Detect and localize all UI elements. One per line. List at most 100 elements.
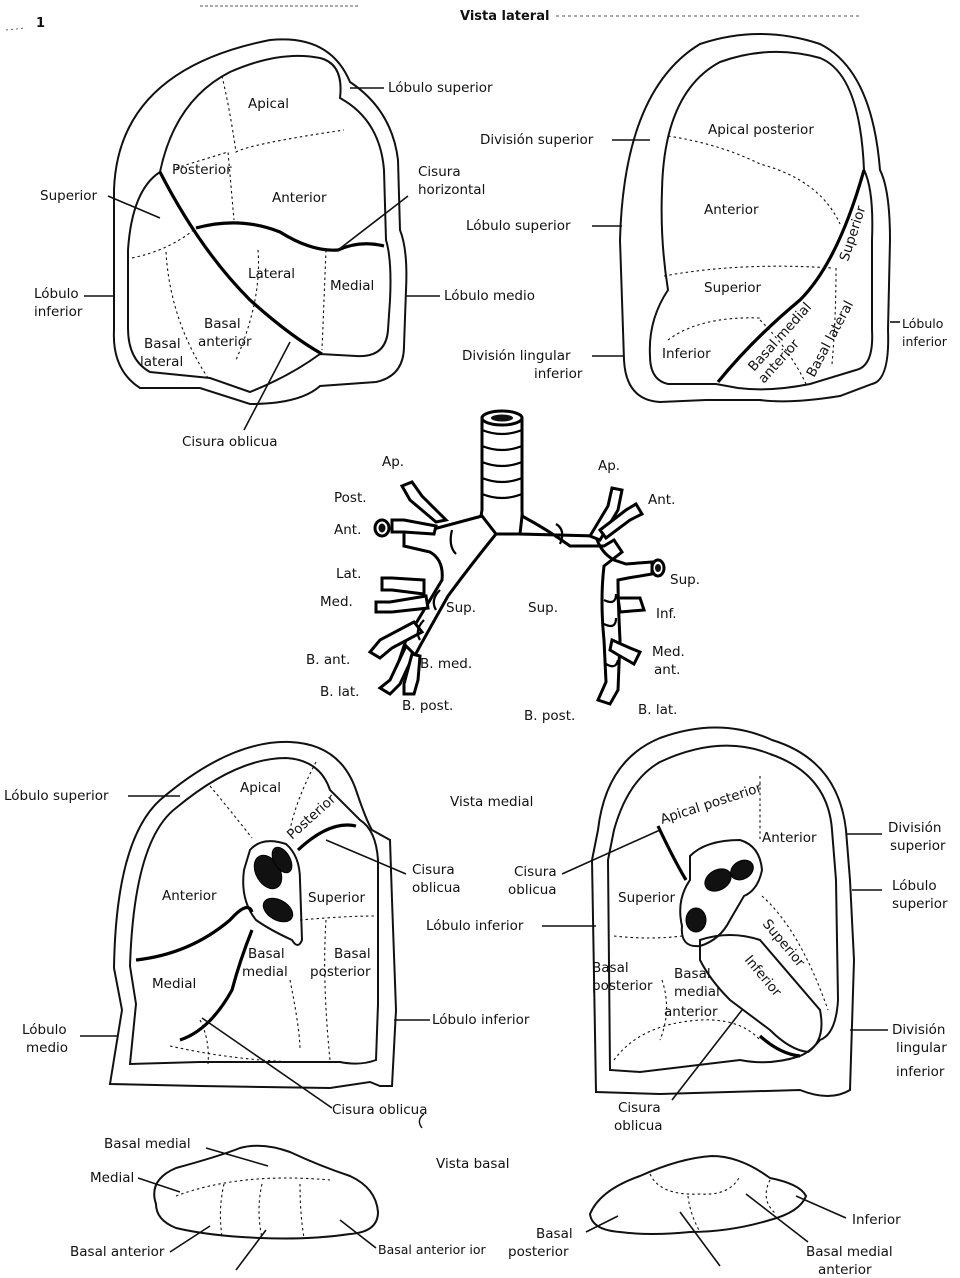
seg-apical: Apical bbox=[240, 780, 281, 796]
seg-anterior: Anterior bbox=[162, 888, 217, 904]
l-ap: Ap. bbox=[598, 458, 620, 474]
oblique-fissure-medial bbox=[658, 826, 686, 880]
seg-anterior: Anterior bbox=[704, 202, 759, 218]
lung-outline bbox=[130, 758, 378, 1064]
header: 1 Vista lateral bbox=[6, 6, 860, 31]
l-inf: Inf. bbox=[656, 606, 677, 622]
seg-apical-posterior: Apical posterior bbox=[658, 780, 764, 828]
seg-basal-medial-2: medial bbox=[242, 964, 288, 980]
r-sup: Sup. bbox=[446, 600, 476, 616]
callout-lobulo-superior-1: Lóbulo bbox=[892, 878, 937, 894]
callout-lobulo-medio: Lóbulo medio bbox=[444, 288, 535, 304]
callout-lobulo-inferior-1: Lóbulo bbox=[902, 316, 943, 331]
callout-cisura-1: Cisura bbox=[514, 864, 557, 880]
callout-cisura-oblicua-bottom: Cisura oblicua bbox=[332, 1102, 427, 1118]
seg-basal-lateral-1: Basal bbox=[144, 336, 181, 352]
seg-superior: Superior bbox=[40, 188, 98, 204]
seg-inferior-diag: Inferior bbox=[741, 952, 785, 1000]
b-basal-medial-2: anterior bbox=[818, 1262, 872, 1278]
seg-superior: Superior bbox=[618, 890, 676, 906]
seg-anterior: Anterior bbox=[272, 190, 327, 206]
b-basal-medial: Basal medial bbox=[104, 1136, 191, 1152]
b-basal-posterior-1: Basal bbox=[536, 1226, 573, 1242]
callout-division-superior-1: División bbox=[888, 820, 942, 836]
seg-posterior: Posterior bbox=[172, 162, 232, 178]
r-lat: Lat. bbox=[336, 566, 361, 582]
callout-cisura-b2: oblicua bbox=[614, 1118, 663, 1134]
callout-division-lingular-2: inferior bbox=[534, 366, 583, 382]
callout-lobulo-inferior-2: inferior bbox=[34, 304, 83, 320]
seg-basal-posterior-2: posterior bbox=[310, 964, 371, 980]
seg-basal-medial-2: medial bbox=[674, 984, 720, 1000]
callout-division-lingular-2: lingular bbox=[896, 1040, 947, 1056]
seg-medial: Medial bbox=[152, 976, 196, 992]
bronchial-tree: Ap. Post. Ant. Lat. Med. Sup. B. ant. B.… bbox=[306, 411, 700, 724]
seg-basal-posterior-1: Basal bbox=[592, 960, 629, 976]
seg-inferior: Inferior bbox=[662, 346, 711, 362]
seg-superior: Superior bbox=[704, 280, 762, 296]
seg-basal-anterior-2: anterior bbox=[198, 334, 252, 350]
seg-apical-posterior: Apical posterior bbox=[708, 122, 814, 138]
l-med-ant-1: Med. bbox=[652, 644, 685, 660]
left-lung-lateral: Apical posterior Anterior Superior Infer… bbox=[462, 34, 948, 402]
callout-division-lingular-1: División lingular bbox=[462, 348, 571, 364]
l-b-lat: B. lat. bbox=[638, 702, 677, 718]
seg-posterior: Posterior bbox=[284, 791, 339, 843]
callout-division-lingular-1: División bbox=[892, 1022, 946, 1038]
callout-division-lingular-3: inferior bbox=[896, 1064, 945, 1080]
callout-cisura-2: oblicua bbox=[412, 880, 461, 896]
view-medial: Vista medial bbox=[450, 794, 533, 810]
callout-lobulo-superior: Lóbulo superior bbox=[4, 788, 109, 804]
r-post: Post. bbox=[334, 490, 367, 506]
seg-anterior: Anterior bbox=[762, 830, 817, 846]
callout-cisura-b1: Cisura bbox=[618, 1100, 661, 1116]
callout-cisura-h1: Cisura bbox=[418, 164, 461, 180]
b-inferior: Inferior bbox=[852, 1212, 901, 1228]
seg-lateral: Lateral bbox=[248, 266, 295, 282]
callout-division-superior: División superior bbox=[480, 132, 594, 148]
seg-basal-medial-1: Basal bbox=[248, 946, 285, 962]
left-basal-outline bbox=[590, 1156, 806, 1234]
b-basal-medial-1: Basal medial bbox=[806, 1244, 893, 1260]
seg-basal-medial-1: Basal bbox=[674, 966, 711, 982]
seg-basal-posterior-2: posterior bbox=[592, 978, 653, 994]
b-basal-posterior: Basal anterior ior bbox=[378, 1242, 487, 1257]
callout-cisura-h2: horizontal bbox=[418, 182, 485, 198]
r-b-post: B. post. bbox=[402, 698, 453, 714]
r-b-med: B. med. bbox=[420, 656, 472, 672]
seg-basal-medial-3: anterior bbox=[664, 1004, 718, 1020]
seg-basal-lateral-2: lateral bbox=[140, 354, 183, 370]
r-med: Med. bbox=[320, 594, 353, 610]
basal-view: Vista basal Basal medial Medial Basal an… bbox=[70, 1136, 901, 1278]
seg-basal-anterior-1: Basal bbox=[204, 316, 241, 332]
callout-cisura-oblicua: Cisura oblicua bbox=[182, 434, 277, 450]
callout-cisura-1: Cisura bbox=[412, 862, 455, 878]
r-ap: Ap. bbox=[382, 454, 404, 470]
callout-lobulo-inferior: Lóbulo inferior bbox=[432, 1012, 530, 1028]
b-medial: Medial bbox=[90, 1170, 134, 1186]
l-sup: Sup. bbox=[528, 600, 558, 616]
callout-lobulo-medio-1: Lóbulo bbox=[22, 1022, 67, 1038]
seg-basal-posterior-1: Basal bbox=[334, 946, 371, 962]
callout-lobulo-inferior-1: Lóbulo bbox=[34, 286, 79, 302]
callout-lobulo-superior: Lóbulo superior bbox=[388, 80, 493, 96]
r-b-lat: B. lat. bbox=[320, 684, 359, 700]
r-b-ant: B. ant. bbox=[306, 652, 350, 668]
callout-lobulo-inferior-2: inferior bbox=[902, 334, 948, 349]
oblique-fissure-medial bbox=[136, 908, 252, 961]
callout-division-superior-2: superior bbox=[890, 838, 946, 854]
seg-superior-diag: Superior bbox=[759, 916, 808, 970]
l-sup-side: Sup. bbox=[670, 572, 700, 588]
left-lung-medial: Apical posterior Anterior Superior Super… bbox=[426, 727, 948, 1134]
callout-lobulo-superior: Lóbulo superior bbox=[466, 218, 571, 234]
b-basal-posterior-2: posterior bbox=[508, 1244, 569, 1260]
callout-lobulo-medio-2: medio bbox=[26, 1040, 68, 1056]
right-lung-medial: Apical Posterior Anterior Superior Media… bbox=[4, 742, 533, 1128]
callout-lobulo-inferior: Lóbulo inferior bbox=[426, 918, 524, 934]
seg-medial: Medial bbox=[330, 278, 374, 294]
seg-apical: Apical bbox=[248, 96, 289, 112]
l-b-post: B. post. bbox=[524, 708, 575, 724]
l-med-ant-2: ant. bbox=[654, 662, 680, 678]
